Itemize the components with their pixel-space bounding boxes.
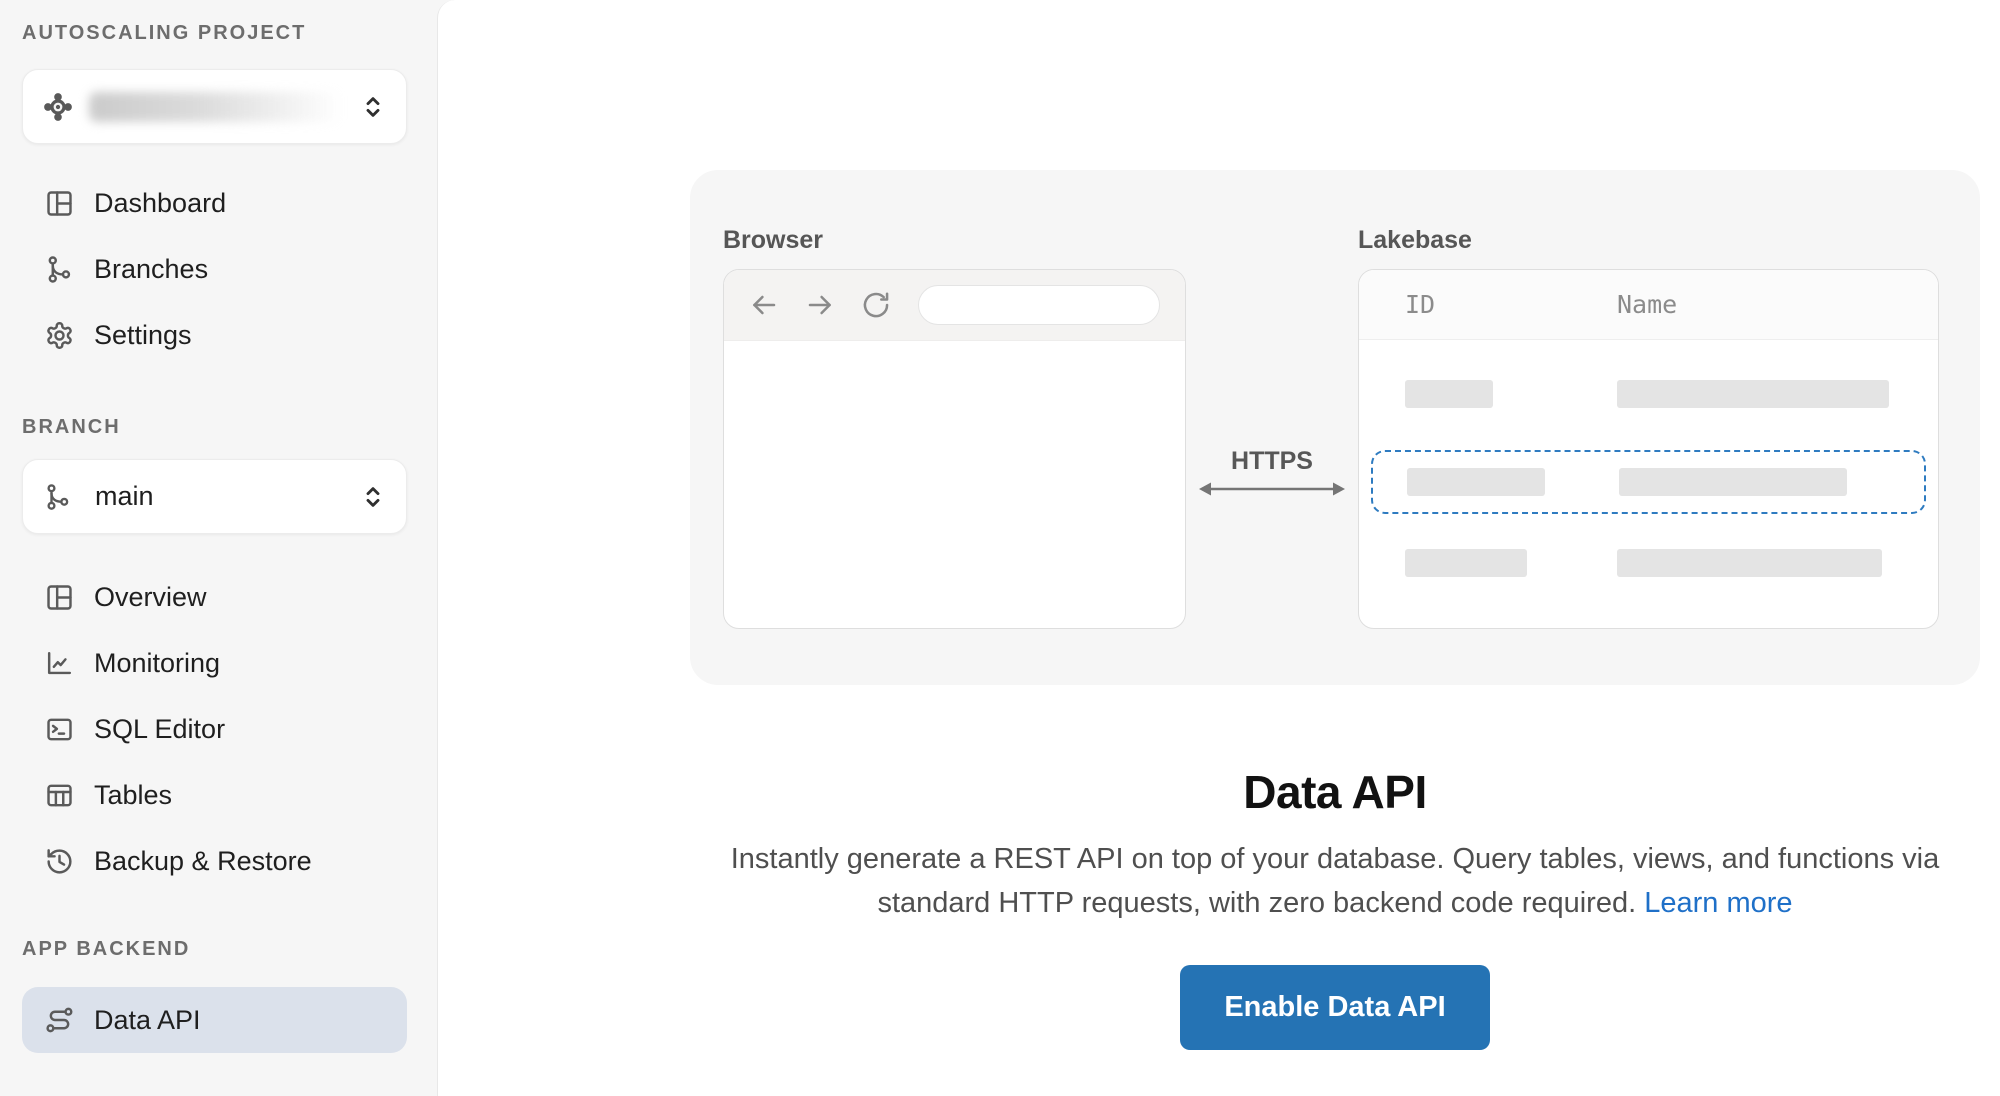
backend-section-label: APP BACKEND: [22, 938, 191, 960]
page-description: Instantly generate a REST API on top of …: [700, 837, 1970, 925]
sql-terminal-icon: [44, 714, 75, 745]
id-placeholder-bar: [1405, 380, 1493, 408]
name-placeholder-bar: [1617, 549, 1882, 577]
sidebar-item-label: Settings: [94, 319, 192, 350]
table-header: ID Name: [1359, 270, 1938, 340]
action-row: Enable Data API: [690, 965, 1980, 1051]
table-row: [1359, 380, 1938, 408]
id-placeholder-bar: [1407, 468, 1545, 496]
data-api-illustration: Browser: [690, 170, 1980, 685]
project-section-label: AUTOSCALING PROJECT: [22, 22, 307, 44]
chevron-up-down-icon: [358, 90, 388, 124]
column-header-id: ID: [1405, 290, 1436, 319]
https-label: HTTPS: [1231, 447, 1313, 475]
branch-section-label: BRANCH: [22, 416, 121, 438]
sidebar-item-backup-restore[interactable]: Backup & Restore: [22, 828, 407, 894]
sidebar-item-monitoring[interactable]: Monitoring: [22, 630, 407, 696]
https-connector: HTTPS: [1186, 225, 1358, 685]
browser-mock: Browser: [723, 225, 1186, 685]
dashboard-layout-icon: [44, 188, 75, 219]
name-placeholder-bar: [1619, 468, 1847, 496]
overview-layout-icon: [44, 582, 75, 613]
sidebar-item-data-api[interactable]: Data API: [22, 987, 407, 1053]
table-row-selected: [1371, 450, 1926, 514]
sidebar-item-label: Branches: [94, 253, 209, 284]
sidebar-item-overview[interactable]: Overview: [22, 564, 407, 630]
route-icon: [44, 1005, 75, 1036]
table-icon: [44, 780, 75, 811]
sidebar-item-label: Tables: [94, 779, 173, 810]
sidebar-item-label: Dashboard: [94, 187, 227, 218]
backend-nav: Data API: [22, 987, 407, 1053]
table-body: [1359, 380, 1938, 577]
sidebar-item-label: Backup & Restore: [94, 845, 312, 876]
sidebar-item-label: Data API: [94, 1004, 201, 1035]
project-name-redacted: [89, 91, 342, 122]
browser-window: [723, 269, 1186, 629]
history-icon: [44, 846, 75, 877]
browser-label: Browser: [723, 226, 824, 254]
gear-icon: [44, 320, 75, 351]
double-arrow-icon: [1199, 482, 1345, 496]
page-title: Data API: [1243, 766, 1427, 818]
address-bar: [918, 285, 1160, 325]
sidebar-item-label: SQL Editor: [94, 713, 226, 744]
chevron-up-down-icon: [358, 480, 388, 514]
id-placeholder-bar: [1405, 549, 1527, 577]
enable-data-api-button[interactable]: Enable Data API: [1180, 965, 1490, 1051]
column-header-name: Name: [1617, 290, 1678, 319]
sidebar-item-label: Overview: [94, 581, 207, 612]
sidebar-item-branches[interactable]: Branches: [22, 236, 407, 302]
sidebar-item-sql-editor[interactable]: SQL Editor: [22, 696, 407, 762]
chart-icon: [44, 648, 75, 679]
description-text: Instantly generate a REST API on top of …: [730, 843, 1940, 920]
branch-selector[interactable]: main: [22, 459, 407, 534]
project-target-icon: [41, 90, 75, 124]
table-row: [1359, 549, 1938, 577]
branch-selector-value: main: [95, 481, 154, 511]
sidebar-item-tables[interactable]: Tables: [22, 762, 407, 828]
refresh-icon: [860, 289, 892, 321]
main-content: Browser: [437, 0, 2000, 1096]
sidebar-item-settings[interactable]: Settings: [22, 302, 407, 368]
lakebase-mock: Lakebase ID Name: [1358, 225, 1939, 685]
name-placeholder-bar: [1617, 380, 1889, 408]
back-arrow-icon: [748, 289, 780, 321]
sidebar-item-label: Monitoring: [94, 647, 221, 678]
learn-more-link[interactable]: Learn more: [1644, 887, 1793, 920]
branch-icon: [41, 480, 75, 514]
project-selector[interactable]: [22, 69, 407, 144]
sidebar-item-dashboard[interactable]: Dashboard: [22, 170, 407, 236]
forward-arrow-icon: [804, 289, 836, 321]
lakebase-label: Lakebase: [1358, 226, 1472, 254]
browser-toolbar: [724, 270, 1185, 341]
database-table-card: ID Name: [1358, 269, 1939, 629]
branch-icon: [44, 254, 75, 285]
